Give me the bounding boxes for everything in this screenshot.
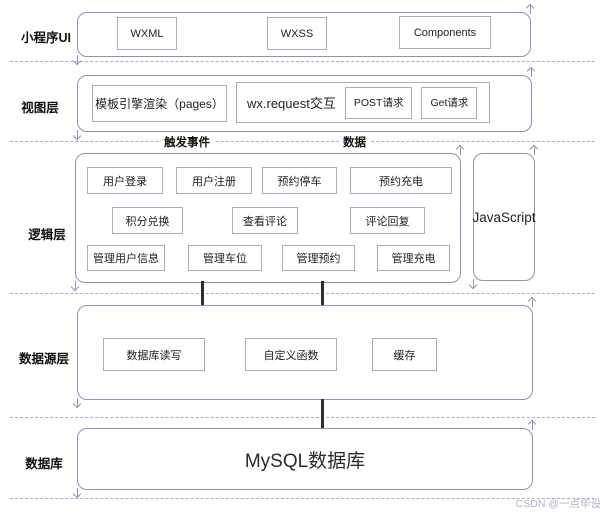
frame-arrow-icon [77, 398, 78, 407]
frame-arrow-icon [530, 5, 531, 14]
frame-arrow-icon [77, 55, 78, 64]
layer-divider [10, 498, 595, 499]
connector-line [321, 399, 324, 429]
box-manage-parking-spot: 管理车位 [188, 245, 262, 271]
frame-arrow-icon [77, 488, 78, 497]
box-cache: 缓存 [372, 338, 437, 371]
box-custom-function: 自定义函数 [245, 338, 337, 371]
layer-label-database: 数据库 [25, 457, 63, 471]
connector-line [201, 281, 204, 307]
box-reserve-charging: 预约充电 [350, 167, 452, 194]
frame-arrow-icon [532, 298, 533, 307]
box-wxml: WXML [117, 17, 177, 50]
frame-arrow-icon [534, 146, 535, 155]
javascript-frame: JavaScript [472, 146, 536, 288]
wx-request-label: wx.request交互 [247, 96, 336, 111]
layer-divider [10, 293, 595, 294]
box-user-login: 用户登录 [87, 167, 163, 194]
connector-line [321, 281, 324, 307]
frame-arrow-icon [473, 279, 474, 288]
javascript-label: JavaScript [472, 209, 536, 225]
layer-label-datasource: 数据源层 [18, 352, 69, 366]
flow-label-trigger-event: 触发事件 [161, 134, 213, 150]
box-manage-user-info: 管理用户信息 [87, 245, 165, 271]
box-wx-request: wx.request交互 POST请求 Get请求 [236, 82, 490, 123]
box-get-request: Get请求 [421, 86, 478, 119]
box-user-register: 用户注册 [176, 167, 252, 194]
layer-label-ui: 小程序UI [20, 31, 71, 45]
box-view-comments: 查看评论 [232, 207, 298, 234]
flow-label-data: 数据 [340, 134, 369, 150]
frame-arrow-icon [77, 130, 78, 139]
box-wxss: WXSS [267, 17, 327, 50]
box-comment-reply: 评论回复 [350, 207, 425, 234]
layer-label-view: 视图层 [21, 101, 59, 115]
box-db-read-write: 数据库读写 [103, 338, 205, 371]
box-components: Components [399, 16, 491, 49]
frame-arrow-icon [531, 68, 532, 77]
box-manage-charging: 管理充电 [377, 245, 450, 271]
box-manage-reservation: 管理预约 [282, 245, 355, 271]
frame-arrow-icon [460, 146, 461, 155]
layer-divider [10, 417, 595, 418]
watermark: CSDN @一点毕设 [515, 498, 601, 510]
box-points-exchange: 积分兑换 [112, 207, 183, 234]
box-post-request: POST请求 [344, 86, 413, 119]
box-reserve-parking: 预约停车 [262, 167, 337, 194]
layer-label-logic: 逻辑层 [28, 228, 66, 242]
layer-divider [10, 61, 595, 62]
frame-arrow-icon [532, 421, 533, 430]
layer-divider [10, 141, 595, 142]
database-layer-frame: MySQL数据库 [77, 421, 533, 497]
mysql-database-label: MySQL数据库 [244, 450, 366, 472]
box-template-render: 模板引擎渲染（pages） [92, 85, 227, 122]
frame-arrow-icon [75, 281, 76, 290]
